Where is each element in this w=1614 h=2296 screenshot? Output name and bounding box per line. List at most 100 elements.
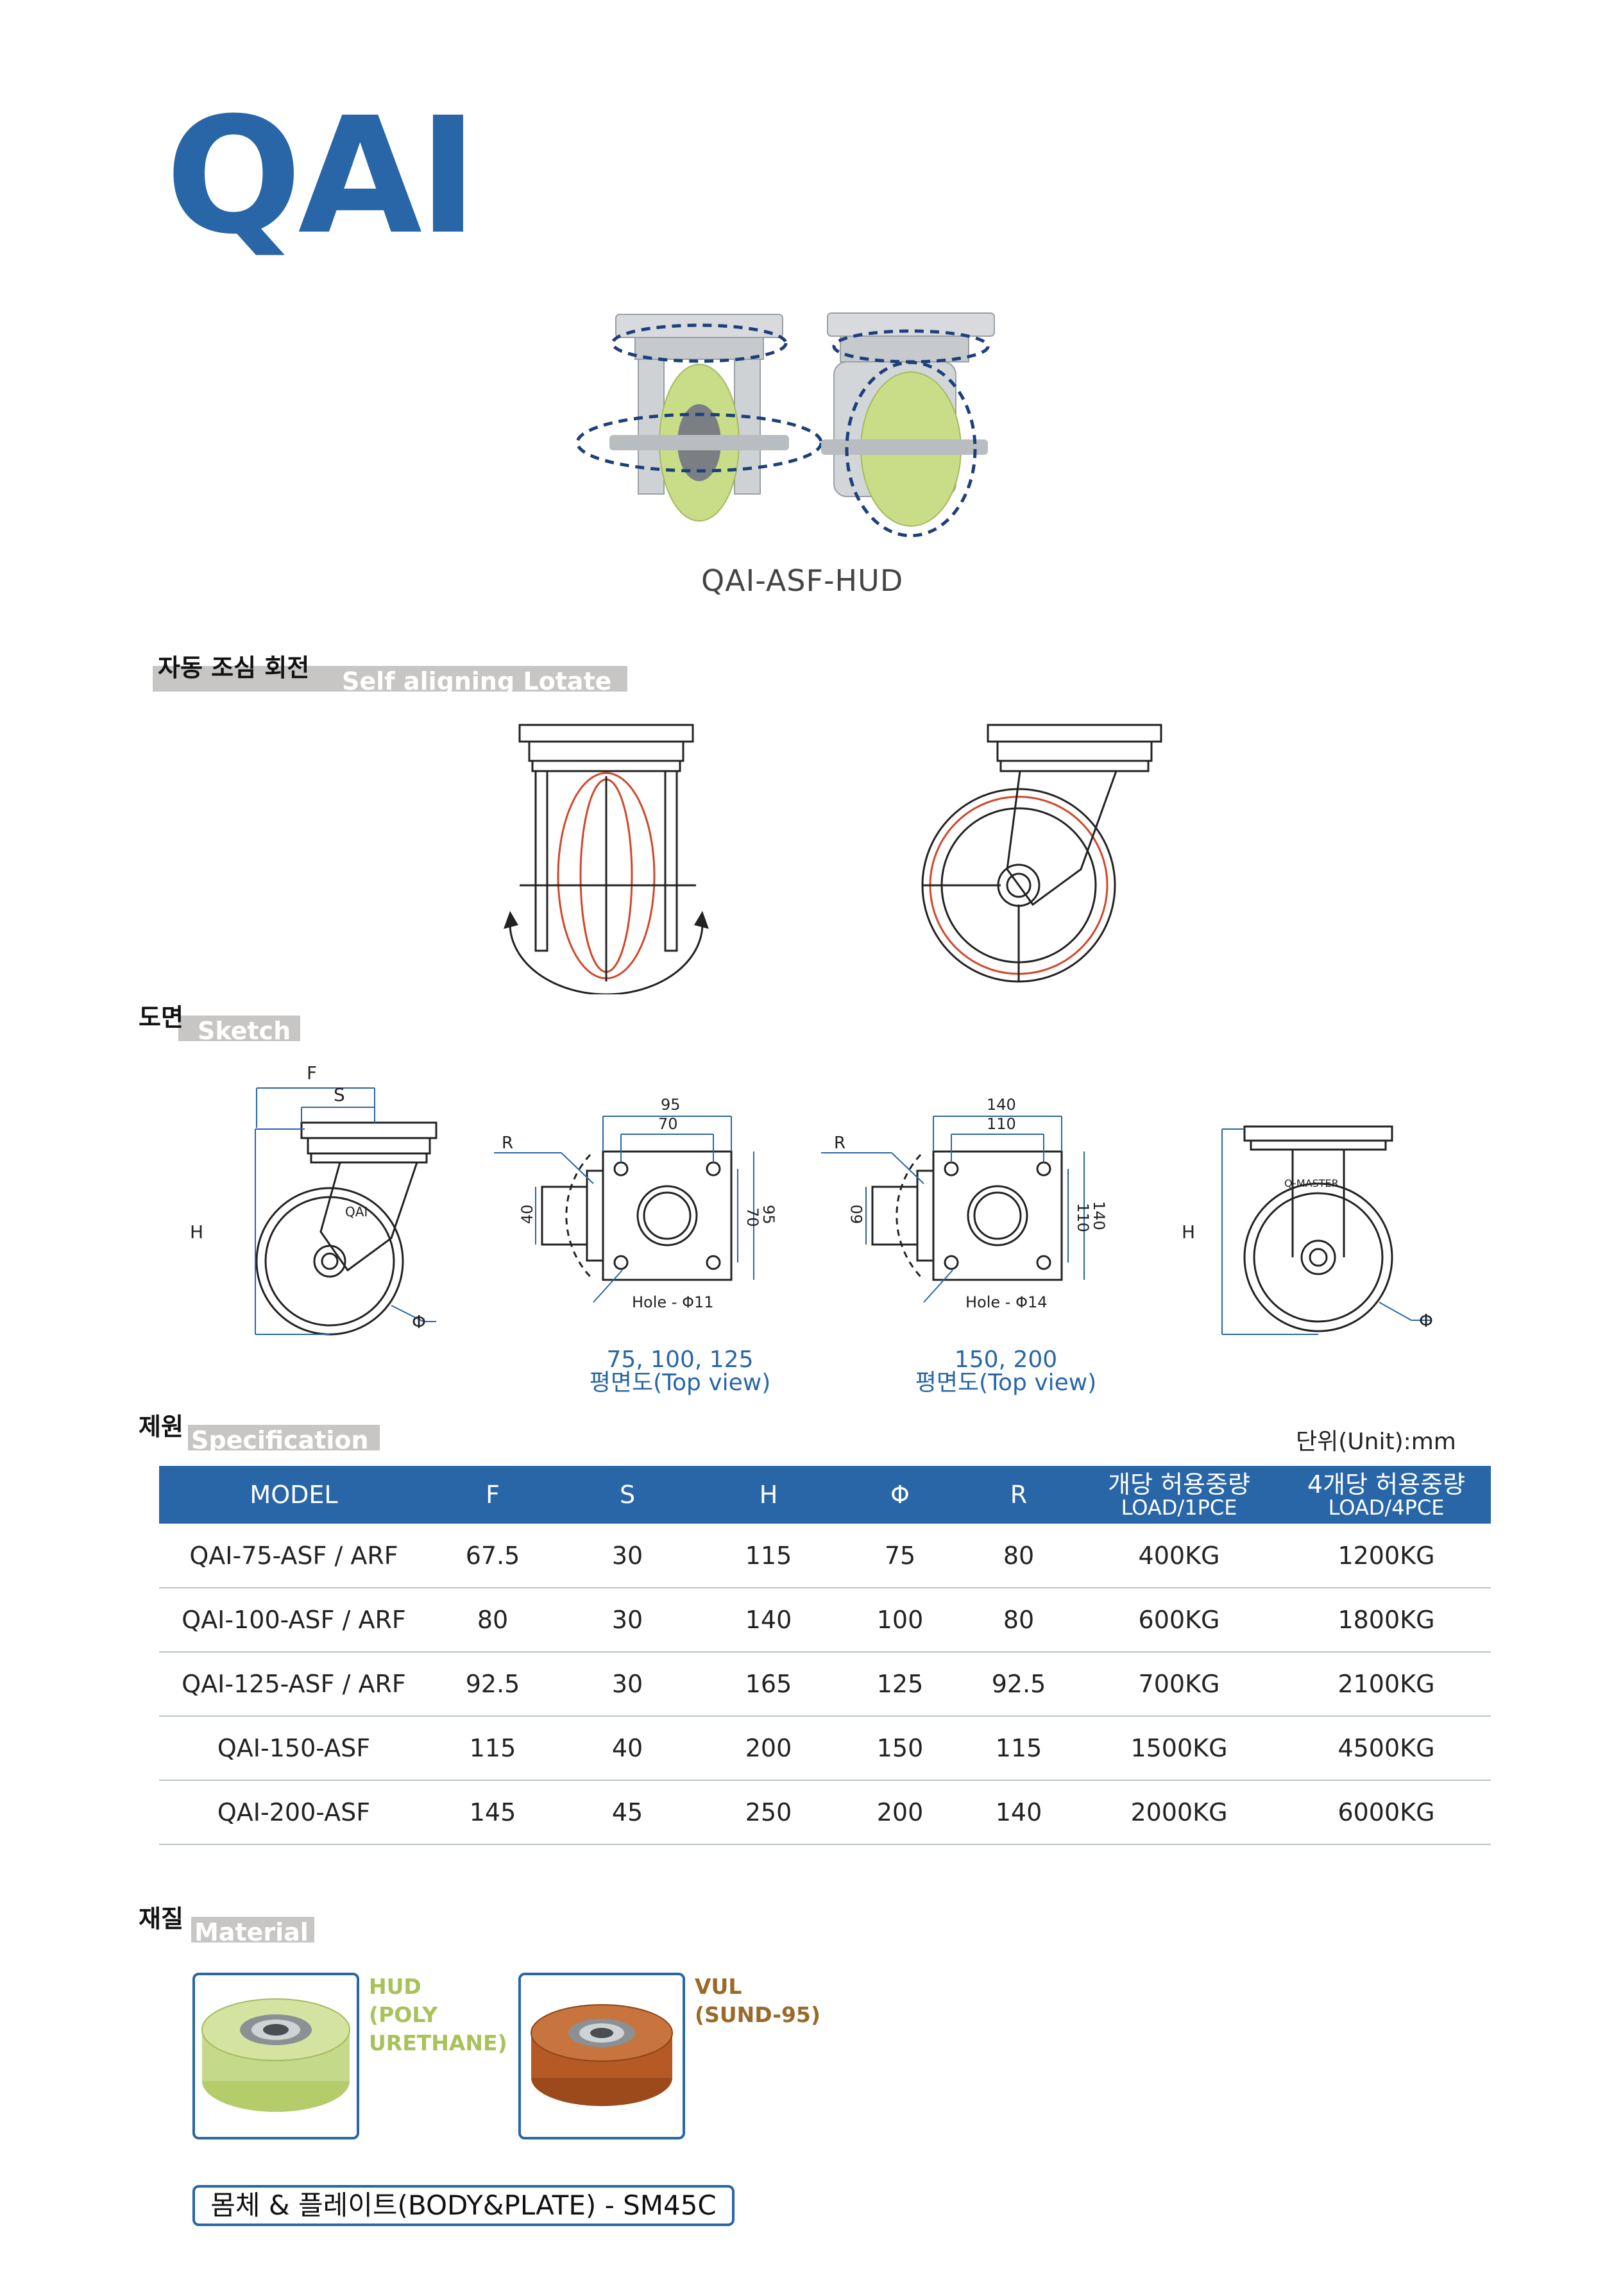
dim-v-inner: 110: [1074, 1203, 1092, 1232]
section-title-en: Specification: [191, 1426, 369, 1454]
cell-h: 200: [698, 1716, 839, 1781]
dim-inner: 70: [658, 1115, 678, 1133]
table-row: QAI-100-ASF / ARF 80 30 140 100 80 600KG…: [159, 1588, 1491, 1653]
section-title-ko: 제원: [139, 1413, 183, 1441]
cell-h: 250: [698, 1780, 839, 1845]
col-header-s: S: [557, 1466, 698, 1524]
material-label-vul: VUL (SUND-95): [695, 1974, 820, 2027]
page-title: QAI: [166, 83, 478, 269]
dim-H: H: [1182, 1221, 1195, 1243]
cell-r: 140: [961, 1780, 1076, 1845]
top-view-small-caption: 75, 100, 125 평면도(Top view): [552, 1348, 808, 1395]
section-bar: [191, 1917, 314, 1943]
dim-phi: Φ: [412, 1311, 426, 1332]
cell-h: 165: [698, 1652, 839, 1717]
cell-f: 67.5: [429, 1524, 557, 1588]
caption-view: 평면도(Top view): [589, 1370, 771, 1396]
section-title-ko: 자동 조심 회전: [158, 654, 310, 682]
cell-model: QAI-125-ASF / ARF: [159, 1652, 429, 1717]
cell-r: 115: [961, 1716, 1076, 1781]
sketch-front-view: H Φ Q-MASTER: [1182, 1125, 1433, 1335]
cell-load-4pce: 1800KG: [1282, 1588, 1491, 1653]
table-row: QAI-150-ASF 115 40 200 150 115 1500KG 45…: [159, 1716, 1491, 1781]
material-image-vul: [518, 1973, 685, 2139]
caption-view: 평면도(Top view): [915, 1370, 1097, 1396]
cell-model: QAI-150-ASF: [159, 1716, 429, 1781]
dim-outer: 140: [987, 1096, 1016, 1114]
caster-photo-right: [821, 312, 995, 538]
dim-v-outer: 140: [1090, 1201, 1108, 1230]
section-title-en: Self aligning Lotate: [342, 667, 612, 695]
cell-f: 92.5: [429, 1652, 557, 1717]
sketch-side-view: F S H Φ QAI: [190, 1062, 437, 1336]
cell-model: QAI-100-ASF / ARF: [159, 1588, 429, 1653]
dim-R: R: [834, 1134, 845, 1153]
cell-s: 30: [557, 1652, 698, 1717]
cell-f: 115: [429, 1716, 557, 1781]
caption-sizes: 150, 200: [954, 1347, 1058, 1373]
caption-sizes: 75, 100, 125: [606, 1347, 754, 1373]
table-row: QAI-125-ASF / ARF 92.5 30 165 125 92.5 7…: [159, 1652, 1491, 1717]
section-header-spec: 제원 Specification: [133, 1407, 380, 1454]
hud-wheel-illustration: [201, 1998, 350, 2112]
dim-R: R: [502, 1134, 513, 1153]
cell-phi: 200: [839, 1780, 961, 1845]
dim-v-inner: 70: [743, 1207, 761, 1227]
dim-side: 60: [848, 1204, 866, 1224]
dim-side: 40: [518, 1204, 536, 1224]
section-title-en: Material: [194, 1918, 309, 1946]
dim-v-outer: 95: [760, 1205, 777, 1225]
brand-label: QAI: [345, 1204, 368, 1220]
cell-model: QAI-200-ASF: [159, 1780, 429, 1845]
cell-h: 115: [698, 1524, 839, 1588]
cell-load-4pce: 6000KG: [1282, 1780, 1491, 1845]
cell-load-1pce: 2000KG: [1076, 1780, 1282, 1845]
material-image-hud: [192, 1973, 359, 2139]
cell-phi: 75: [839, 1524, 961, 1588]
vul-wheel-illustration: [531, 2004, 673, 2106]
table-row: QAI-75-ASF / ARF 67.5 30 115 75 80 400KG…: [159, 1524, 1491, 1588]
caster-photo-left: [575, 314, 823, 522]
self-align-front-drawing: [504, 724, 709, 994]
section-bar: [153, 666, 627, 692]
section-title-en: Sketch: [198, 1017, 291, 1045]
section-title-ko: 도면: [139, 1003, 183, 1032]
cell-load-1pce: 700KG: [1076, 1652, 1282, 1717]
cell-r: 80: [961, 1588, 1076, 1653]
self-align-side-drawing: [921, 724, 1162, 983]
sketch-top-view-small: 95 70 95 70 40 R Hole - Φ11: [494, 1096, 777, 1311]
dim-outer: 95: [661, 1096, 681, 1114]
dim-S: S: [334, 1084, 345, 1105]
dim-inner: 110: [987, 1115, 1016, 1133]
dim-F: F: [307, 1062, 317, 1084]
section-title-ko: 재질: [139, 1905, 183, 1933]
photo-caption: QAI-ASF-HUD: [701, 563, 904, 598]
table-row: QAI-200-ASF 145 45 250 200 140 2000KG 60…: [159, 1780, 1491, 1845]
cell-model: QAI-75-ASF / ARF: [159, 1524, 429, 1588]
section-bar: [178, 1016, 300, 1041]
section-header-self-aligning: 자동 조심 회전 Self aligning Lotate: [153, 648, 627, 695]
dim-H: H: [190, 1221, 203, 1243]
cell-load-1pce: 600KG: [1076, 1588, 1282, 1653]
hole-label: Hole - Φ11: [632, 1293, 714, 1311]
section-header-material: 재질 Material: [133, 1899, 314, 1946]
material-label-hud: HUD (POLY URETHANE): [369, 1974, 507, 2055]
top-view-large-caption: 150, 200 평면도(Top view): [878, 1348, 1134, 1395]
cell-load-4pce: 2100KG: [1282, 1652, 1491, 1717]
unit-label: 단위(Unit):mm: [1296, 1429, 1456, 1455]
col-header-model: MODEL: [159, 1466, 429, 1524]
cell-load-4pce: 1200KG: [1282, 1524, 1491, 1588]
cell-s: 45: [557, 1780, 698, 1845]
col-header-f: F: [429, 1466, 557, 1524]
cell-load-1pce: 1500KG: [1076, 1716, 1282, 1781]
col-header-h: H: [698, 1466, 839, 1524]
cell-phi: 125: [839, 1652, 961, 1717]
sketch-top-view-large: 140 110 140 110 60 R Hole - Φ14: [821, 1096, 1108, 1311]
cell-r: 92.5: [961, 1652, 1076, 1717]
col-header-r: R: [961, 1466, 1076, 1524]
cell-r: 80: [961, 1524, 1076, 1588]
section-header-sketch: 도면 Sketch: [133, 998, 300, 1045]
